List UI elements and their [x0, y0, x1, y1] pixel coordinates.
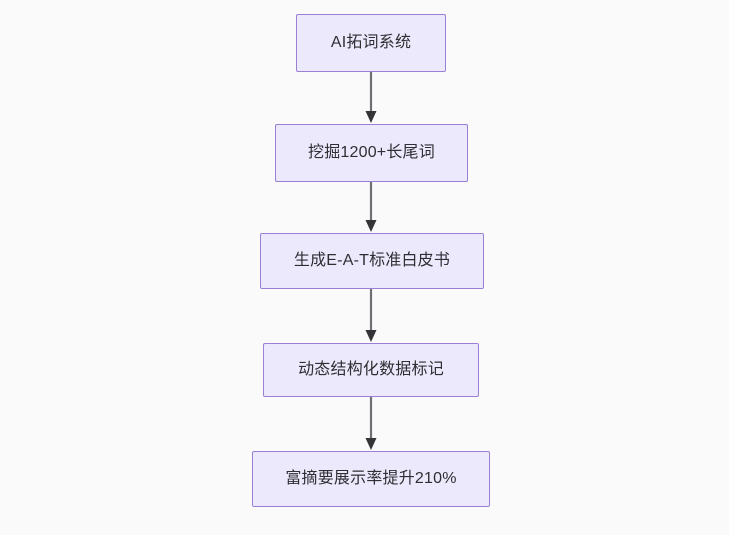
flowchart-node-eat-whitepaper[interactable]: 生成E-A-T标准白皮书 [260, 233, 484, 289]
edge-node4-node5 [365, 397, 377, 450]
node-label: 动态结构化数据标记 [298, 361, 444, 378]
node-label: AI拓词系统 [330, 34, 412, 51]
flowchart-node-structured-data-markup[interactable]: 动态结构化数据标记 [263, 343, 479, 397]
edge-node3-node4 [365, 289, 377, 342]
node-label: 生成E-A-T标准白皮书 [293, 252, 451, 269]
flowchart-node-longtail-mining[interactable]: 挖掘1200+长尾词 [275, 124, 468, 182]
flowchart-node-rich-snippet-result[interactable]: 富摘要展示率提升210% [252, 451, 490, 507]
edge-node2-node3 [365, 182, 377, 232]
flowchart-node-ai-keyword-system[interactable]: AI拓词系统 [296, 14, 446, 72]
node-label: 富摘要展示率提升210% [285, 470, 457, 487]
edge-node1-node2 [365, 72, 377, 123]
node-label: 挖掘1200+长尾词 [308, 144, 435, 161]
